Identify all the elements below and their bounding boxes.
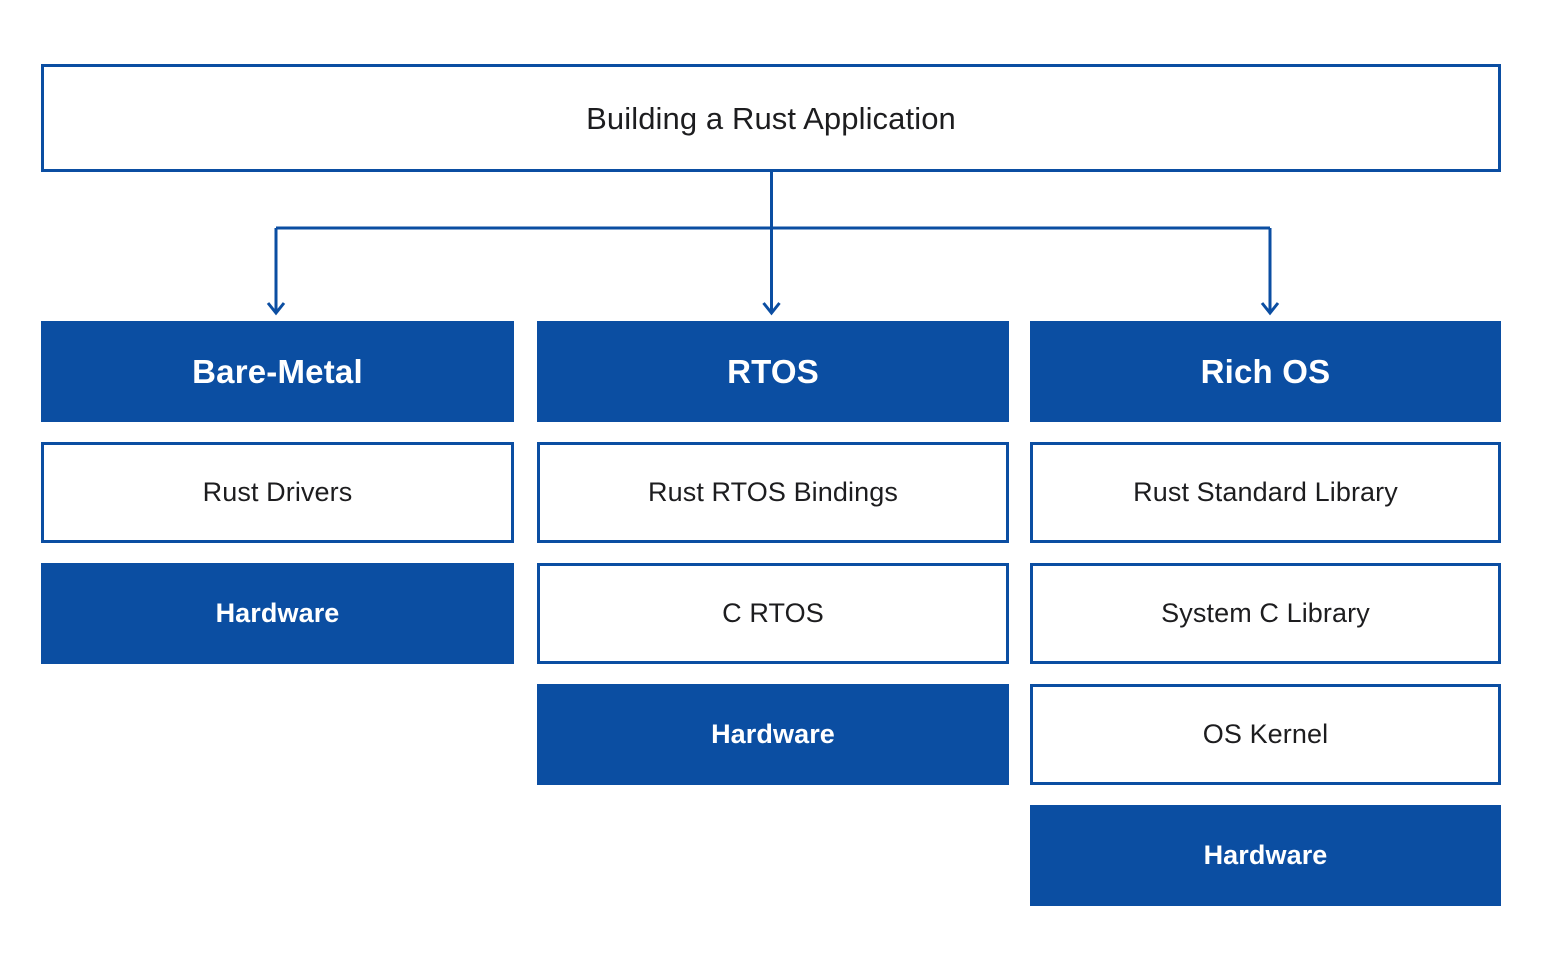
layer-hardware[interactable]: Hardware	[41, 563, 514, 664]
layer-hardware[interactable]: Hardware	[537, 684, 1009, 785]
column-header-rtos[interactable]: RTOS	[537, 321, 1009, 422]
layer-system-c-library[interactable]: System C Library	[1030, 563, 1501, 664]
column-header-rich-os[interactable]: Rich OS	[1030, 321, 1501, 422]
layer-label: OS Kernel	[1202, 719, 1329, 749]
layer-label: Hardware	[711, 719, 835, 749]
column-header-label: Rich OS	[1200, 353, 1331, 390]
layer-os-kernel[interactable]: OS Kernel	[1030, 684, 1501, 785]
layer-label: Hardware	[1203, 840, 1328, 870]
layer-c-rtos[interactable]: C RTOS	[537, 563, 1009, 664]
layer-hardware[interactable]: Hardware	[1030, 805, 1501, 906]
column-bare-metal: Bare-Metal Rust Drivers Hardware	[41, 321, 514, 664]
root-node: Building a Rust Application	[41, 64, 1501, 172]
layer-label: C RTOS	[722, 598, 824, 628]
column-rtos: RTOS Rust RTOS Bindings C RTOS Hardware	[537, 321, 1009, 785]
layer-label: Rust RTOS Bindings	[648, 477, 898, 507]
layer-label: System C Library	[1161, 598, 1370, 628]
column-header-label: Bare-Metal	[192, 353, 363, 390]
column-header-bare-metal[interactable]: Bare-Metal	[41, 321, 514, 422]
layer-label: Rust Standard Library	[1133, 477, 1398, 507]
column-rich-os: Rich OS Rust Standard Library System C L…	[1030, 321, 1501, 906]
root-node-label: Building a Rust Application	[586, 100, 956, 136]
column-header-label: RTOS	[727, 353, 819, 390]
arrowhead-rtos	[762, 302, 781, 316]
layer-rust-drivers[interactable]: Rust Drivers	[41, 442, 514, 543]
layer-label: Rust Drivers	[202, 477, 353, 507]
layer-rust-rtos-bindings[interactable]: Rust RTOS Bindings	[537, 442, 1009, 543]
arrowhead-bare-metal	[266, 302, 286, 316]
layer-rust-standard-library[interactable]: Rust Standard Library	[1030, 442, 1501, 543]
layer-label: Hardware	[215, 598, 340, 628]
arrowhead-rich-os	[1260, 302, 1280, 316]
